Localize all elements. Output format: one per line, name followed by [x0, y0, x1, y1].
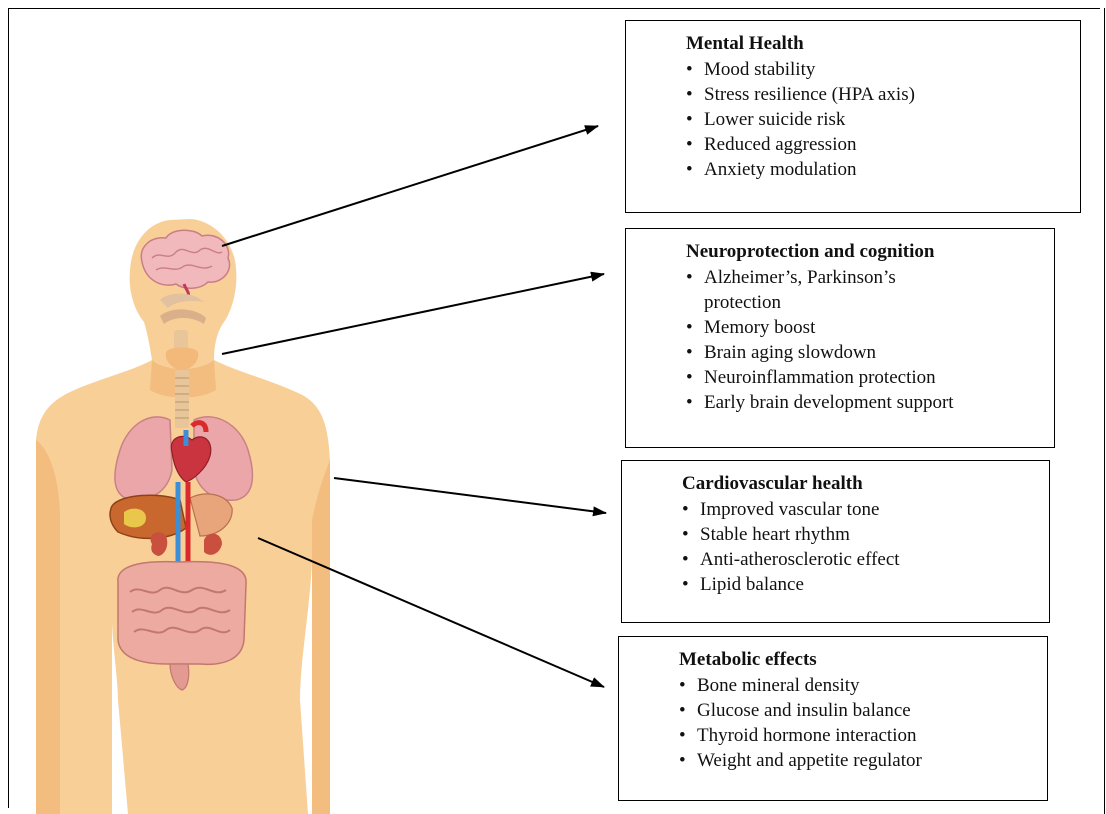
neuroprotection-list: Alzheimer’s, Parkinson’s protection Memo…: [686, 265, 1042, 415]
list-item: Early brain development support: [686, 390, 1042, 415]
list-item: Neuroinflammation protection: [686, 365, 1042, 390]
list-item: Brain aging slowdown: [686, 340, 1042, 365]
metabolic-box: Metabolic effects Bone mineral density G…: [618, 636, 1048, 801]
list-item: Glucose and insulin balance: [679, 698, 1035, 723]
list-item: Stable heart rhythm: [682, 522, 1037, 547]
cardiovascular-title: Cardiovascular health: [682, 473, 1037, 495]
arrow-cardio: [334, 478, 606, 513]
cardiovascular-list: Improved vascular tone Stable heart rhyt…: [682, 497, 1037, 597]
mental-health-title: Mental Health: [686, 33, 1068, 55]
arrow-neuro: [222, 274, 604, 354]
list-item: Anxiety modulation: [686, 157, 1068, 182]
neuroprotection-box: Neuroprotection and cognition Alzheimer’…: [625, 228, 1055, 448]
list-item: Improved vascular tone: [682, 497, 1037, 522]
list-item: Anti-atherosclerotic effect: [682, 547, 1037, 572]
liver-stomach: [110, 494, 232, 538]
list-item: Memory boost: [686, 315, 1042, 340]
metabolic-title: Metabolic effects: [679, 649, 1035, 671]
neuroprotection-title: Neuroprotection and cognition: [686, 241, 1042, 263]
list-item: Bone mineral density: [679, 673, 1035, 698]
list-item: Thyroid hormone interaction: [679, 723, 1035, 748]
arrow-mental: [222, 126, 598, 246]
list-item: Lipid balance: [682, 572, 1037, 597]
arrow-metabolic: [258, 538, 604, 687]
trachea: [175, 370, 189, 428]
list-item: Reduced aggression: [686, 132, 1068, 157]
list-item: Lower suicide risk: [686, 107, 1068, 132]
mental-health-list: Mood stability Stress resilience (HPA ax…: [686, 57, 1068, 182]
list-item: Weight and appetite regulator: [679, 748, 1035, 773]
list-item: Alzheimer’s, Parkinson’s protection: [686, 265, 974, 315]
cardiovascular-box: Cardiovascular health Improved vascular …: [621, 460, 1050, 623]
mental-health-box: Mental Health Mood stability Stress resi…: [625, 20, 1081, 213]
metabolic-list: Bone mineral density Glucose and insulin…: [679, 673, 1035, 773]
list-item: Mood stability: [686, 57, 1068, 82]
list-item: Stress resilience (HPA axis): [686, 82, 1068, 107]
